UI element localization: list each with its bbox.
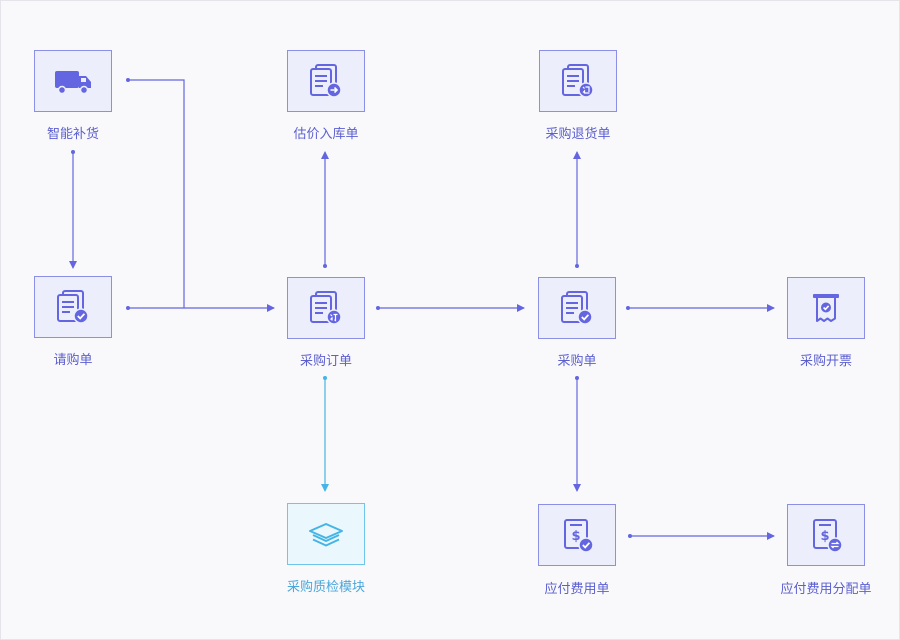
- node-payable[interactable]: $: [538, 504, 616, 566]
- node-payable-allocation[interactable]: $: [787, 504, 865, 566]
- document-arrow-icon: [306, 61, 346, 101]
- receipt-icon: [806, 288, 846, 328]
- label-estimate-inbound: 估价入库单: [293, 127, 359, 142]
- document-return-icon: [558, 61, 598, 101]
- label-payable-allocation: 应付费用分配单: [780, 582, 872, 597]
- node-purchase-return[interactable]: [539, 50, 617, 112]
- label-purchase-invoice: 采购开票: [799, 354, 852, 369]
- label-purchase-receipt: 采购单: [557, 354, 597, 369]
- node-quality-module[interactable]: [287, 503, 365, 565]
- dollar-exchange-icon: $: [806, 515, 846, 555]
- node-purchase-invoice[interactable]: [787, 277, 865, 339]
- label-replenish: 智能补货: [46, 127, 99, 142]
- document-order-icon: [306, 288, 346, 328]
- svg-text:$: $: [820, 529, 829, 544]
- label-payable: 应付费用单: [544, 582, 610, 597]
- label-purchase-order: 采购订单: [299, 354, 352, 369]
- connector-replenish-to-order: [128, 79, 185, 308]
- layers-icon: [306, 514, 346, 554]
- node-requisition[interactable]: [34, 276, 112, 338]
- label-requisition: 请购单: [53, 353, 93, 368]
- document-check-icon: [557, 288, 597, 328]
- svg-text:$: $: [571, 529, 580, 544]
- node-purchase-receipt[interactable]: [538, 277, 616, 339]
- node-estimate-inbound[interactable]: [287, 50, 365, 112]
- label-purchase-return: 采购退货单: [545, 127, 611, 142]
- document-check-icon: [53, 287, 93, 327]
- node-replenish[interactable]: [34, 50, 112, 112]
- node-purchase-order[interactable]: [287, 277, 365, 339]
- dollar-check-icon: $: [557, 515, 597, 555]
- label-quality-module: 采购质检模块: [286, 580, 365, 595]
- truck-icon: [51, 64, 95, 98]
